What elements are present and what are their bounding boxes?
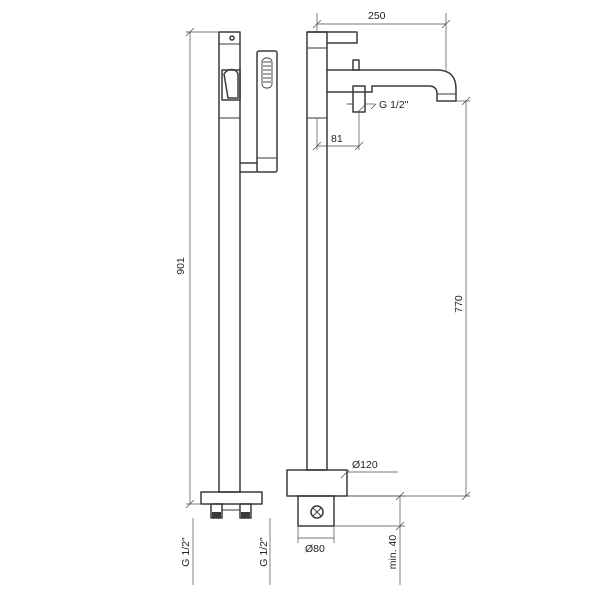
dim-width-top	[312, 13, 451, 70]
label-thread-left-a: G 1/2"	[180, 537, 192, 567]
dim-min-depth	[334, 491, 405, 585]
front-hand-shower	[256, 50, 278, 173]
label-total-height: 901	[175, 257, 187, 275]
dim-thread-top	[357, 103, 377, 113]
label-thread-left-b: G 1/2"	[258, 537, 270, 567]
side-pipe-fitting	[310, 505, 324, 519]
side-hose-connector	[352, 85, 366, 113]
label-thread-top: G 1/2"	[379, 99, 409, 111]
dim-offset	[312, 112, 364, 151]
label-base-diameter: Ø120	[352, 459, 378, 471]
side-view	[286, 31, 457, 527]
front-view	[192, 31, 278, 585]
label-offset: 81	[331, 133, 343, 145]
side-underfloor-pipe	[297, 495, 335, 527]
front-lever-inner	[223, 68, 239, 99]
front-column	[218, 31, 241, 493]
label-pipe-diameter: Ø80	[305, 543, 325, 555]
side-diverter-knob	[352, 59, 360, 71]
dim-total-height	[185, 27, 219, 509]
label-spout-height: 770	[453, 295, 465, 313]
front-hand-shower-grid	[263, 61, 271, 83]
side-spout	[326, 69, 457, 102]
side-base-plate	[286, 469, 348, 497]
side-lever	[306, 31, 358, 44]
label-min-depth: min. 40	[387, 535, 399, 570]
dim-pipe-diameter	[297, 526, 335, 543]
front-base-plate	[200, 491, 263, 505]
front-connector-right-fill	[241, 512, 250, 518]
dim-spout-height	[347, 96, 471, 501]
label-width-top: 250	[368, 10, 386, 22]
front-top-dot	[229, 35, 235, 41]
front-holder-arm	[239, 162, 258, 173]
side-column	[306, 31, 328, 471]
front-connector-left-fill	[212, 512, 221, 518]
front-hand-shower-head	[261, 57, 273, 89]
dim-base-diameter	[340, 469, 398, 479]
